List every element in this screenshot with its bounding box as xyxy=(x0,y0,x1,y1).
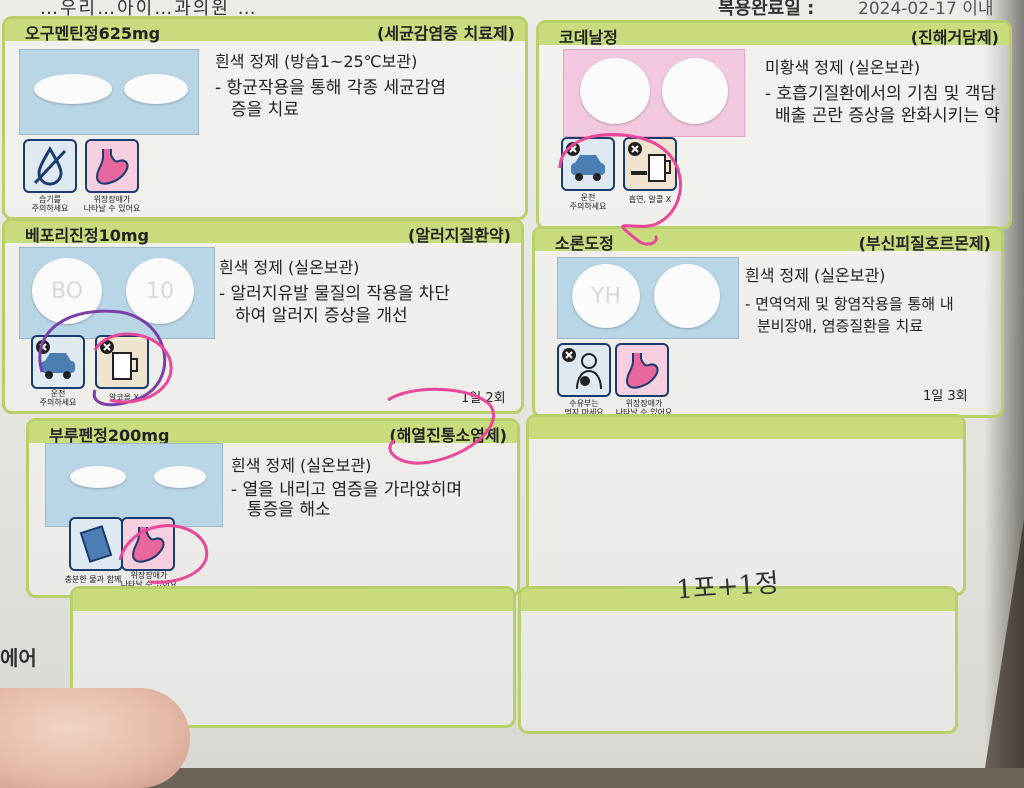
medicine-effect-cont: 통증을 해소 xyxy=(247,500,331,520)
stomach-icon xyxy=(85,139,139,193)
medicine-effect-cont: 증을 치료 xyxy=(231,100,299,120)
dosage-frequency: 1일 3회 xyxy=(923,389,968,404)
medicine-card-augmentin: 오구멘틴정625mg (세균감염증 치료제) 흰색 정제 (방습1~25℃보관)… xyxy=(2,16,528,220)
no-alcohol-icon xyxy=(95,335,149,389)
medicine-category: (세균감염증 치료제) xyxy=(377,24,515,43)
medicine-card-brufen: 부루펜정200mg (해열진통소염제) 흰색 정제 (실온보관) - 열을 내리… xyxy=(26,418,520,598)
pill-photo xyxy=(45,443,223,527)
medicine-name: 부루펜정200mg xyxy=(49,426,170,445)
medicine-description: 흰색 정제 (방습1~25℃보관) xyxy=(215,52,418,71)
medicine-category: (해열진통소염제) xyxy=(389,426,507,445)
medicine-name: 오구멘틴정625mg xyxy=(25,24,161,43)
medicine-effect: - 면역억제 및 항염작용을 통해 내 xyxy=(745,295,954,313)
pill-mark xyxy=(654,264,720,328)
card-header-bar xyxy=(5,221,521,243)
pill-mark: YH xyxy=(572,264,640,328)
empty-card xyxy=(526,414,966,596)
pill xyxy=(34,74,112,104)
card-header-bar xyxy=(529,417,963,439)
medicine-category: (알러지질환약) xyxy=(408,226,511,245)
pill-photo: YH xyxy=(557,257,739,339)
medicine-effect-cont: 배출 곤란 증상을 완화시키는 약 xyxy=(775,106,1000,126)
medicine-description: 흰색 정제 (실온보관) xyxy=(231,456,372,475)
medicine-description: 흰색 정제 (실온보관) xyxy=(745,266,886,285)
finger xyxy=(0,688,190,788)
medicine-name: 베포리진정10mg xyxy=(25,226,149,245)
pill-mark: 10 xyxy=(126,258,194,324)
pill xyxy=(662,58,728,124)
medicine-effect: - 항균작용을 통해 각종 세균감염 xyxy=(215,78,447,98)
pharmacy-header: …우리…아이…과의원 … xyxy=(40,0,258,19)
pill xyxy=(124,74,188,104)
pill xyxy=(154,466,206,488)
empty-card xyxy=(518,586,958,734)
medicine-effect: - 알러지유발 물질의 작용을 차단 xyxy=(219,284,451,304)
icon-label: 충분한 물과 함께 xyxy=(64,575,122,584)
empty-card xyxy=(70,586,516,728)
medicine-category: (부신피질호르몬제) xyxy=(858,234,991,253)
stomach-icon xyxy=(121,517,175,571)
medicine-description: 흰색 정제 (실온보관) xyxy=(219,258,360,277)
stomach-icon xyxy=(615,343,669,397)
medicine-name: 소론도정 xyxy=(555,234,614,253)
medicine-card-bepotastine: 베포리진정10mg (알러지질환약) BO 10 흰색 정제 (실온보관) - … xyxy=(2,218,524,414)
no-breastfeeding-icon xyxy=(557,343,611,397)
pill-mark: BO xyxy=(32,258,102,324)
pill xyxy=(580,58,650,124)
pill-photo xyxy=(19,49,199,135)
icon-label: 흡연, 알콜 X xyxy=(628,195,672,204)
medicine-category: (진해거담제) xyxy=(910,28,999,47)
no-water-icon xyxy=(23,139,77,193)
pill-photo xyxy=(563,49,745,137)
medicine-effect-cont: 분비장애, 염증질환을 치료 xyxy=(757,317,924,335)
card-header-bar xyxy=(73,589,513,611)
card-header-bar xyxy=(521,589,955,611)
dosage-frequency: 1일 2회 xyxy=(461,391,506,406)
medicine-card-solondo: 소론도정 (부신피질호르몬제) YH 흰색 정제 (실온보관) - 면역억제 및… xyxy=(532,226,1004,418)
icon-label: 알코올 X xyxy=(108,393,140,402)
completion-date: 2024-02-17 이내 xyxy=(858,0,994,19)
medicine-effect: - 호흡기질환에서의 기침 및 객담 xyxy=(765,84,997,104)
no-smoking-drinking-icon xyxy=(623,137,677,191)
handwritten-note: 1포+1정 xyxy=(675,568,780,606)
background-shadow xyxy=(984,0,1024,768)
no-driving-icon xyxy=(31,335,85,389)
medicine-card-codenal: 코데날정 (진해거담제) 미황색 정제 (실온보관) - 호흡기질환에서의 기침… xyxy=(536,20,1012,230)
medicine-effect: - 열을 내리고 염증을 가라앉히며 xyxy=(231,480,463,500)
pill-photo: BO 10 xyxy=(19,247,215,339)
left-edge-text: 에어 xyxy=(0,646,37,670)
medicine-description: 미황색 정제 (실온보관) xyxy=(765,58,921,77)
pill xyxy=(70,466,126,488)
medicine-effect-cont: 하여 알러지 증상을 개선 xyxy=(235,306,408,326)
card-header-bar xyxy=(5,19,525,41)
card-header-bar xyxy=(539,23,1009,45)
medicine-name: 코데날정 xyxy=(559,28,618,47)
completion-label: 복용완료일 : xyxy=(718,0,815,19)
take-with-water-icon xyxy=(69,517,123,571)
no-driving-icon xyxy=(561,137,615,191)
